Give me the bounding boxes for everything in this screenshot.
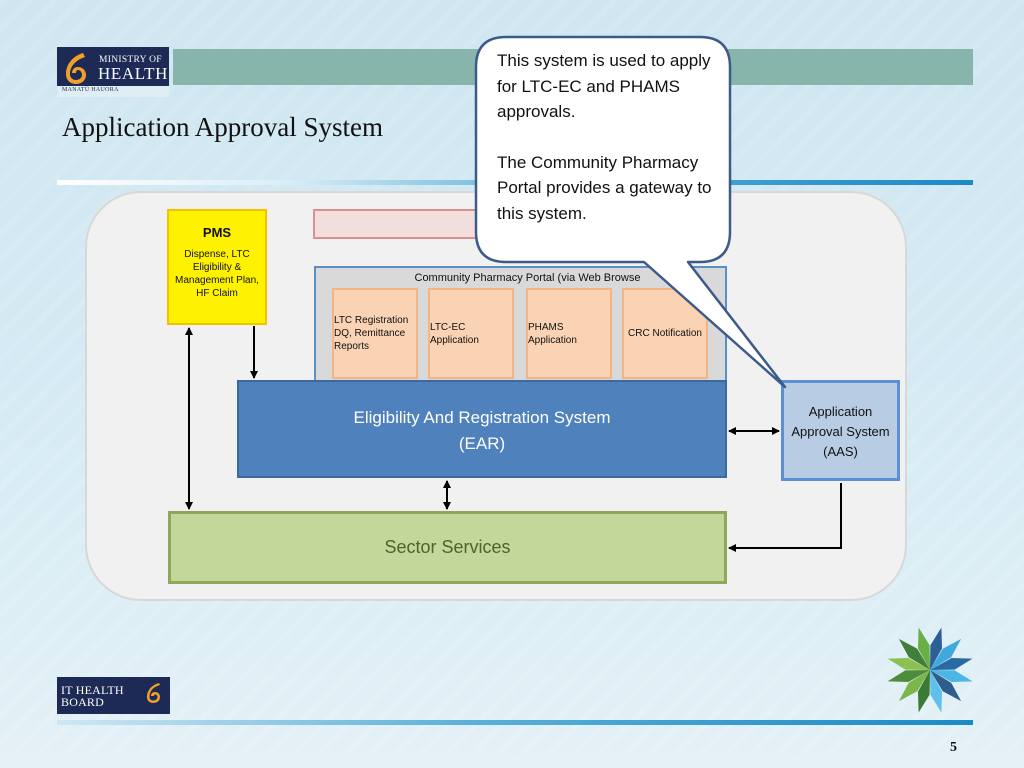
logo-line-1: MINISTRY OF [99, 55, 162, 65]
portal-module-ltc-registration: LTC Registration DQ, Remittance Reports [332, 288, 418, 379]
ear-abbrev: (EAR) [458, 434, 506, 453]
footer-divider [57, 720, 973, 725]
module-label: LTC Registration DQ, Remittance Reports [334, 315, 409, 352]
aas-label: Application Approval System (AAS) [791, 404, 890, 459]
portal-module-ltc-ec-application: LTC-EC Application [428, 288, 514, 379]
portal-module-phams-application: PHAMS Application [526, 288, 612, 379]
koru-icon [66, 53, 86, 84]
module-label: PHAMS Application [528, 321, 577, 346]
footer-logo-line-2: BOARD [61, 695, 105, 709]
aas-box: Application Approval System (AAS) [781, 380, 900, 481]
sector-services-label: Sector Services [384, 537, 511, 557]
callout-paragraph-1: This system is used to apply for LTC-EC … [497, 51, 711, 121]
it-health-board-logo: IT HEALTH BOARD [57, 677, 170, 714]
module-label: CRC Notification [628, 328, 702, 339]
ear-box: Eligibility And Registration System (EAR… [237, 380, 727, 478]
portal-module-crc-notification: CRC Notification [622, 288, 708, 379]
page-title: Application Approval System [62, 112, 383, 142]
sector-services-box: Sector Services [168, 511, 727, 584]
callout-text: This system is used to apply for LTC-EC … [497, 48, 725, 226]
pms-description: Dispense, LTC Eligibility & Management P… [175, 249, 259, 299]
ear-title: Eligibility And Registration System [353, 408, 611, 427]
logo-subtitle-bar: MANATŪ HAUORA [57, 86, 169, 97]
callout-paragraph-2: The Community Pharmacy Portal provides a… [497, 152, 712, 223]
koru-icon [147, 683, 160, 703]
flower-emblem-icon [887, 627, 973, 713]
pms-title: PMS [202, 225, 232, 240]
portal-label: Community Pharmacy Portal (via Web Brows… [414, 272, 641, 284]
footer-logo-line-1: IT HEALTH [61, 683, 124, 697]
page-number: 5 [950, 740, 957, 755]
module-label: LTC-EC Application [430, 321, 479, 346]
logo-line-2: HEALTH [98, 64, 169, 83]
logo-line-3: MANATŪ HAUORA [62, 87, 119, 93]
pms-box: PMS Dispense, LTC Eligibility & Manageme… [167, 209, 267, 325]
